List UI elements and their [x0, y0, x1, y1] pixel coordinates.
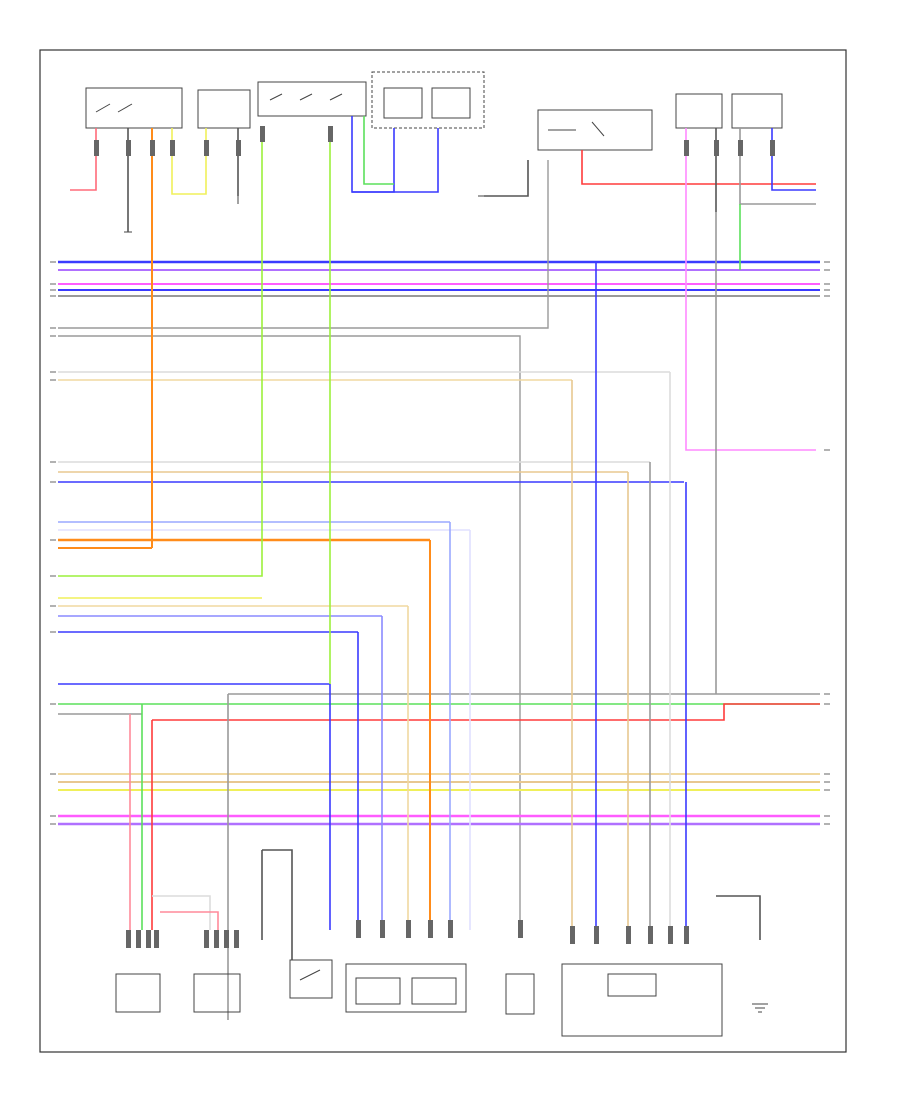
component-top-relay-1 [197, 89, 251, 129]
component-bottom-sensor-2 [193, 973, 241, 1013]
component-top-connector-strip [257, 81, 367, 117]
top-leads [70, 116, 816, 232]
component-bottom-ground [752, 1003, 768, 1013]
top-components [85, 71, 783, 233]
component-bottom-control-module [345, 963, 467, 1013]
component-top-sensor-right-2 [731, 93, 783, 129]
component-top-sensor-right-1 [675, 93, 723, 129]
component-top-switch-left [85, 87, 183, 129]
component-bottom-sensor-1 [115, 973, 161, 1013]
diagram-frame [39, 49, 847, 1053]
component-bottom-sensor-3 [505, 973, 535, 1015]
component-top-switch-pair [371, 71, 485, 129]
bottom-components [115, 959, 768, 1037]
component-bottom-ecu [561, 963, 723, 1037]
connector-pins [94, 126, 775, 948]
terminal-ticks [50, 261, 830, 825]
bus-lines [58, 128, 820, 920]
component-top-module-center [537, 109, 653, 151]
vertical-wires [129, 128, 816, 1020]
component-bottom-switch [289, 959, 333, 999]
